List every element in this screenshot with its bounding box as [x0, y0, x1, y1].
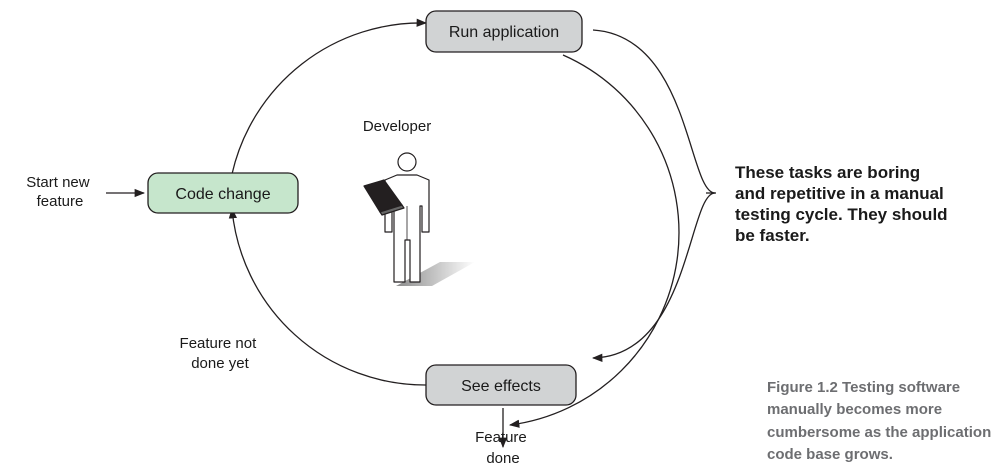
developer-label: Developer: [363, 118, 431, 135]
callout-line-4: be faster.: [735, 226, 810, 245]
arc-code-to-run: [231, 18, 428, 175]
feature-done-label: Feature done: [475, 429, 531, 467]
figure-caption: Figure 1.2 Testing software manually bec…: [767, 379, 995, 463]
caption-line-2: manually becomes more: [767, 401, 942, 418]
callout-line-1: These tasks are boring: [735, 163, 920, 182]
node-code-change-label: Code change: [175, 186, 270, 203]
caption-line-4: code base grows.: [767, 446, 893, 463]
caption-line-1: Figure 1.2 Testing software: [767, 379, 960, 396]
node-run-application: Run application: [425, 10, 583, 53]
feature-done-line-1: Feature: [475, 429, 527, 446]
brace-bracket: [593, 29, 716, 358]
developer-icon: [363, 152, 475, 286]
callout-line-3: testing cycle. They should: [735, 205, 948, 224]
start-new-feature-line-1: Start new: [26, 174, 90, 191]
node-code-change: Code change: [147, 172, 299, 214]
callout-line-2: and repetitive in a manual: [735, 184, 944, 203]
feature-not-done-label: Feature not done yet: [180, 335, 261, 372]
feature-done-line-2: done: [486, 450, 519, 467]
start-new-feature-line-2: feature: [37, 193, 84, 210]
node-run-application-label: Run application: [449, 24, 559, 41]
start-new-feature-label: Start new feature: [26, 174, 94, 210]
arc-run-to-effects: [508, 54, 680, 428]
callout-text: These tasks are boring and repetitive in…: [735, 163, 952, 245]
arc-effects-to-code: [228, 207, 427, 386]
node-see-effects-label: See effects: [461, 378, 541, 395]
caption-line-3: cumbersome as the application: [767, 424, 991, 441]
feature-not-done-line-2: done yet: [191, 355, 249, 372]
node-see-effects: See effects: [425, 364, 577, 406]
feature-not-done-line-1: Feature not: [180, 335, 258, 352]
